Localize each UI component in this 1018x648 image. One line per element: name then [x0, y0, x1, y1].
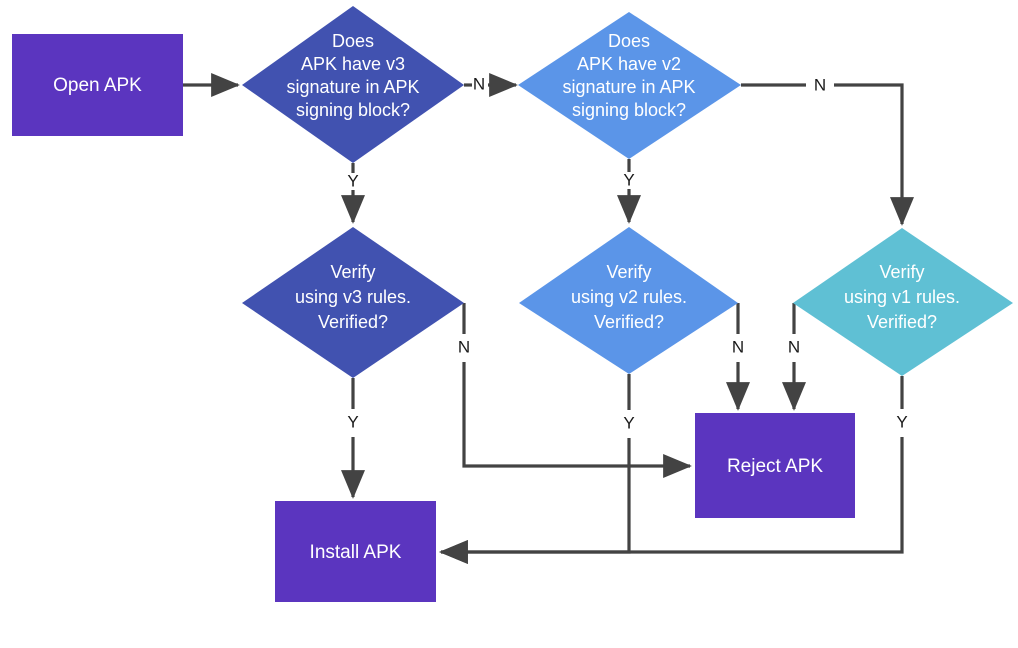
- verify-v1-label-line-3: Verified?: [867, 312, 937, 332]
- has-v2-shape: [518, 12, 741, 159]
- verify-v2-label-line-3: Verified?: [594, 312, 664, 332]
- verify-v3-label-line-2: using v3 rules.: [295, 287, 411, 307]
- edge-verify-v2-yes-to-install: [439, 438, 631, 564]
- edge-has-v2-no-to-verify-v1: [834, 83, 914, 226]
- node-install-apk[interactable]: Install APK: [275, 501, 436, 602]
- edge-label-verify-v2-yes: Y: [623, 413, 634, 432]
- verify-v3-label-line-1: Verify: [330, 262, 375, 282]
- node-verify-v2[interactable]: Verify using v2 rules. Verified?: [519, 227, 738, 374]
- verify-v2-label-line-1: Verify: [606, 262, 651, 282]
- edge-label-verify-v1-no: N: [788, 337, 800, 356]
- node-open-apk[interactable]: Open APK: [12, 34, 183, 136]
- edge-label-verify-v1-yes: Y: [896, 412, 907, 431]
- edge-label-has-v2-no: N: [814, 75, 826, 94]
- reject-apk-label: Reject APK: [727, 456, 823, 477]
- edge-label-verify-v3-no: N: [458, 337, 470, 356]
- has-v2-label-line-2: APK have v2: [577, 54, 681, 74]
- has-v2-label-line-4: signing block?: [572, 100, 686, 120]
- edge-label-has-v2-yes: Y: [623, 170, 634, 189]
- verify-v1-label-line-1: Verify: [879, 262, 924, 282]
- edge-verify-v1-yes-to-install: [439, 437, 904, 564]
- verify-v3-shape: [242, 227, 464, 378]
- install-apk-label: Install APK: [310, 542, 402, 563]
- edge-label-has-v3-no: N: [473, 74, 485, 93]
- node-verify-v1[interactable]: Verify using v1 rules. Verified?: [793, 228, 1013, 376]
- reject-apk-shape: [695, 413, 855, 518]
- edge-label-verify-v3-yes: Y: [347, 412, 358, 431]
- open-apk-shape: [12, 34, 183, 136]
- node-has-v3-signature[interactable]: Does APK have v3 signature in APK signin…: [242, 6, 464, 163]
- edge-label-has-v3-yes: Y: [347, 171, 358, 190]
- has-v3-shape: [242, 6, 464, 163]
- node-has-v2-signature[interactable]: Does APK have v2 signature in APK signin…: [518, 12, 741, 159]
- has-v3-label-line-1: Does: [332, 31, 374, 51]
- has-v2-label-line-1: Does: [608, 31, 650, 51]
- edge-label-verify-v2-no: N: [732, 337, 744, 356]
- edge-verify-v3-no-to-reject: [462, 362, 692, 478]
- has-v2-label-line-3: signature in APK: [562, 77, 695, 97]
- has-v3-label-line-2: APK have v3: [301, 54, 405, 74]
- verify-v1-shape: [793, 228, 1013, 376]
- install-apk-shape: [275, 501, 436, 602]
- node-verify-v3[interactable]: Verify using v3 rules. Verified?: [242, 227, 464, 378]
- verify-v2-shape: [519, 227, 738, 374]
- open-apk-label: Open APK: [53, 75, 142, 96]
- verify-v1-label-line-2: using v1 rules.: [844, 287, 960, 307]
- node-reject-apk[interactable]: Reject APK: [695, 413, 855, 518]
- verify-v2-label-line-2: using v2 rules.: [571, 287, 687, 307]
- verify-v3-label-line-3: Verified?: [318, 312, 388, 332]
- has-v3-label-line-3: signature in APK: [286, 77, 419, 97]
- has-v3-label-line-4: signing block?: [296, 100, 410, 120]
